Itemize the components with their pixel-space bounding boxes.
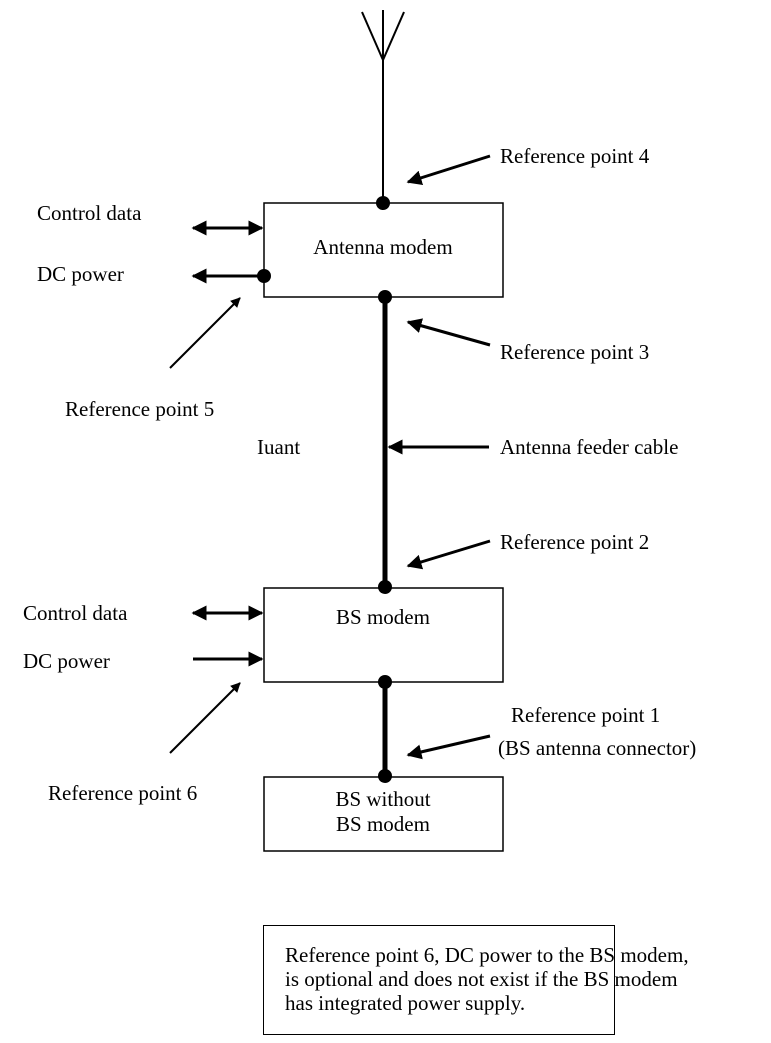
dc-power-top-label: DC power [37,262,124,286]
dc-power-bottom-label: DC power [23,649,110,673]
note-line-1: Reference point 6, DC power to the BS mo… [285,943,689,967]
antenna-feeder-cable-label: Antenna feeder cable [500,435,678,459]
rp2-label: Reference point 2 [500,530,649,554]
note-line-3: has integrated power supply. [285,991,526,1015]
optional-power-note: Reference point 6, DC power to the BS mo… [263,925,689,1035]
reference-point-dots [257,196,392,783]
bs-modem-bottom-dot [378,675,392,689]
rp5-label: Reference point 5 [65,397,214,421]
rp1-dot [378,769,392,783]
bs-without-label-line1: BS without [335,787,430,811]
antenna-modem-label: Antenna modem [313,235,452,259]
bs-without-label-line2: BS modem [336,812,430,836]
bs-without-bs-modem-box [263,776,504,852]
rp2-dot [378,580,392,594]
control-data-bottom-label: Control data [23,601,128,625]
rp3-dot [378,290,392,304]
rp6-arrow [169,682,241,754]
control-data-top-label: Control data [37,201,142,225]
rp4-dot [376,196,390,210]
rp2-arrow [406,539,491,570]
iuant-label: Iuant [257,435,300,459]
note-line-2: is optional and does not exist if the BS… [285,967,678,991]
rp3-arrow [406,318,491,347]
rp5-arrow [169,297,241,369]
rp4-arrow [406,154,491,186]
rp1-label-line2: (BS antenna connector) [498,736,696,760]
bs-modem-label: BS modem [336,605,430,629]
rp5-dot [257,269,271,283]
antenna-symbol [361,10,405,61]
rp3-label: Reference point 3 [500,340,649,364]
rp4-label: Reference point 4 [500,144,650,168]
rp1-arrow [406,734,491,760]
rp6-label: Reference point 6 [48,781,197,805]
antenna-modem-box [263,202,504,298]
rp1-label-line1: Reference point 1 [511,703,660,727]
bs-modem-box [263,587,504,683]
